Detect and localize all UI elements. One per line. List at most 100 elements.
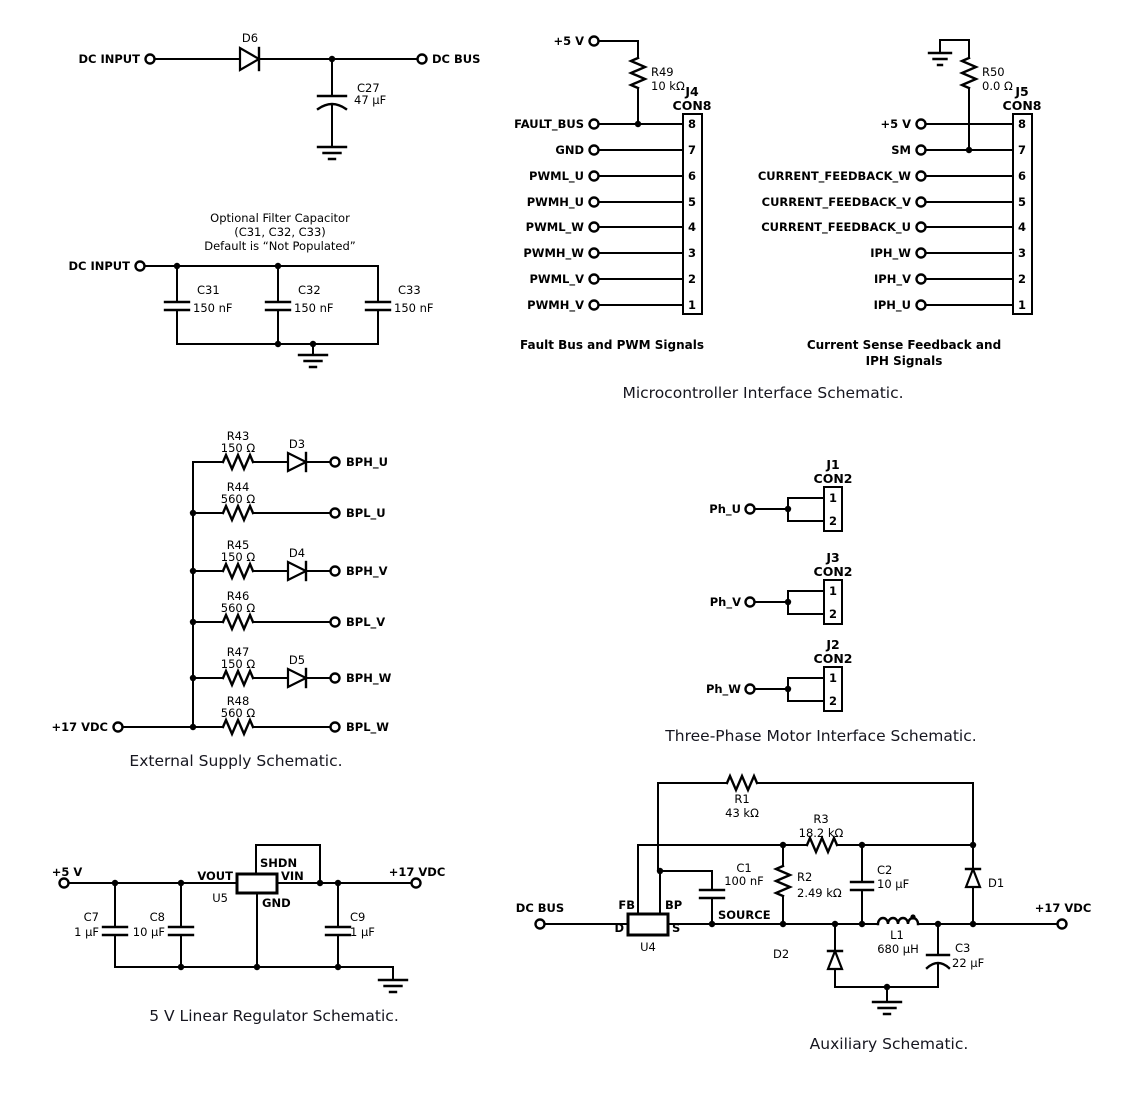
ic-pin-d: D <box>614 921 624 935</box>
pin-number: 5 <box>1018 195 1026 209</box>
terminal <box>915 196 927 208</box>
ic-ref: U5 <box>212 891 228 905</box>
cap-value: 100 nF <box>724 874 764 888</box>
diode-ref: D1 <box>988 876 1004 890</box>
diode-d3-icon <box>286 451 309 473</box>
resistor-ref: R50 <box>982 65 1005 79</box>
terminal <box>1056 918 1068 930</box>
resistor-r49-icon <box>627 56 649 90</box>
connector-box <box>1012 113 1033 315</box>
terminal <box>915 118 927 130</box>
pin-number: 7 <box>1018 143 1026 157</box>
motor-interface-schematic: J1 CON2 1 2 Ph_U J3 CON2 1 2 Ph_V J2 CON… <box>664 457 976 745</box>
diode-ref: D5 <box>289 653 305 667</box>
ic-pin-fb: FB <box>618 898 635 912</box>
junction-dot <box>173 262 181 270</box>
capacitor-c3-icon <box>925 953 951 970</box>
microcontroller-caption: Microcontroller Interface Schematic. <box>622 384 903 402</box>
pin-number: 2 <box>1018 272 1026 286</box>
note-line-2: (C31, C32, C33) <box>234 225 326 239</box>
resistor-ref: R3 <box>813 812 828 826</box>
net-label-17vdc: +17 VDC <box>389 865 446 879</box>
cap-value: 1 µF <box>350 925 375 939</box>
terminal <box>410 877 422 889</box>
junction-dot <box>316 879 324 887</box>
pin-number: 3 <box>688 246 696 260</box>
j4-connector-schematic: +5 V R49 10 kΩ J4 CON8 FAULT_BUS 8 GND 7… <box>514 34 711 352</box>
net-label-dc-input: DC INPUT <box>68 259 130 273</box>
diode-d1-icon <box>964 865 982 889</box>
junction-dot <box>189 567 197 575</box>
resistor-r2-icon <box>772 864 794 898</box>
terminal <box>134 260 146 272</box>
ic-pin-bp: BP <box>665 898 682 912</box>
diode-ref: D6 <box>242 31 258 45</box>
pin-name: PWMH_V <box>527 298 584 313</box>
resistor-value: 43 kΩ <box>725 806 759 820</box>
cap-value: 22 µF <box>952 956 984 970</box>
diode-ref: D2 <box>773 947 789 961</box>
resistor-value: 560 Ω <box>221 706 256 720</box>
resistor-value: 150 Ω <box>221 550 256 564</box>
junction-dot <box>969 920 977 928</box>
sub-caption-line1: Current Sense Feedback and <box>807 338 1001 352</box>
terminal <box>329 507 341 519</box>
diode-ref: D3 <box>289 437 305 451</box>
resistor-ref: R43 <box>227 429 250 443</box>
capacitor-c2-icon <box>849 880 875 892</box>
resistor-ref: R48 <box>227 694 250 708</box>
pin-name: +5 V <box>880 117 911 131</box>
pin-name: PWML_W <box>526 220 585 235</box>
junction-dot <box>189 509 197 517</box>
cap-ref: C3 <box>955 941 970 955</box>
pin-name: PWMH_U <box>527 195 584 210</box>
terminal <box>144 53 156 65</box>
junction-dot <box>784 505 792 513</box>
cap-value: 150 nF <box>294 301 334 315</box>
cap-value: 1 µF <box>74 925 99 939</box>
connector-ref: J2 <box>825 637 839 652</box>
pin-number: 2 <box>688 272 696 286</box>
pin-number: 3 <box>1018 246 1026 260</box>
wires <box>544 782 1058 1003</box>
resistor-ref: R49 <box>651 65 674 79</box>
resistor-ref: R44 <box>227 480 250 494</box>
net-label-dc-input: DC INPUT <box>78 52 140 66</box>
terminal <box>915 247 927 259</box>
wires <box>122 461 331 728</box>
net-label-5v: +5 V <box>553 34 584 48</box>
pin-number: 1 <box>829 671 837 685</box>
terminal <box>588 247 600 259</box>
junction-dot <box>189 618 197 626</box>
diode-d4-icon <box>286 560 309 582</box>
terminal <box>915 299 927 311</box>
resistor-value: 2.49 kΩ <box>797 886 842 900</box>
cap-ref: C9 <box>350 910 365 924</box>
ground-icon <box>297 353 329 369</box>
pin-number: 1 <box>829 584 837 598</box>
pin-number: 4 <box>688 220 696 234</box>
ic-ref: U4 <box>640 940 656 954</box>
net-label-17vdc: +17 VDC <box>51 720 108 734</box>
terminal <box>588 35 600 47</box>
cap-ref: C31 <box>197 283 220 297</box>
cap-value: 10 µF <box>133 925 165 939</box>
junction-dot <box>328 55 336 63</box>
filter-capacitor-schematic: Optional Filter Capacitor (C31, C32, C33… <box>68 211 434 369</box>
external-supply-caption: External Supply Schematic. <box>129 752 342 770</box>
resistor-ref: R2 <box>797 870 812 884</box>
resistor-r43-icon <box>221 451 255 473</box>
resistor-ref: R45 <box>227 538 250 552</box>
cap-value: 150 nF <box>193 301 233 315</box>
net-label: BPL_U <box>346 506 386 521</box>
auxiliary-schematic: DC BUS +17 VDC FB BP D S U4 SOURCE R1 43… <box>516 772 1091 1053</box>
ground-icon <box>316 145 348 161</box>
junction-dot <box>883 983 891 991</box>
junction-dot <box>779 920 787 928</box>
junction-dot <box>784 685 792 693</box>
inductor-value: 680 µH <box>877 942 919 956</box>
pin-number: 1 <box>1018 298 1026 312</box>
connector-box <box>823 486 843 532</box>
junction-dot <box>111 879 119 887</box>
